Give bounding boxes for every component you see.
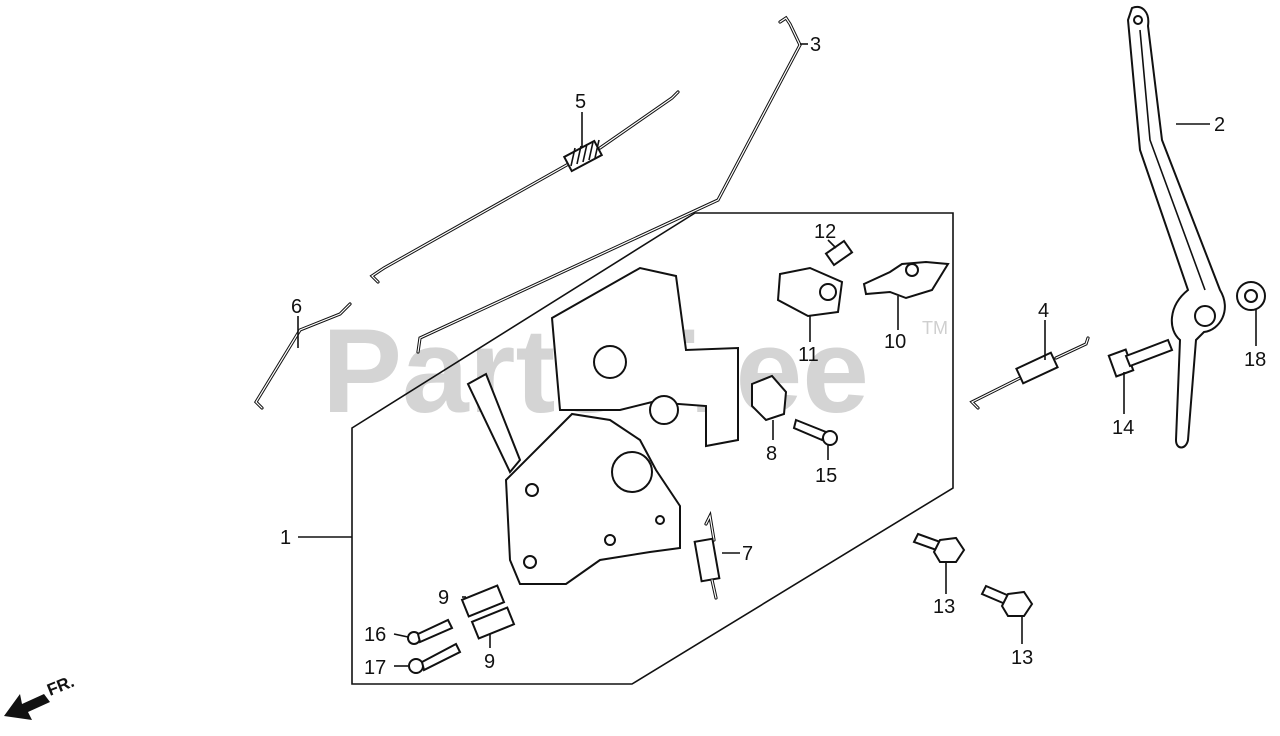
front-direction-indicator: FR. xyxy=(4,672,77,720)
bolt-part-16 xyxy=(407,618,454,645)
callout-11: 11 xyxy=(798,344,819,366)
spring-part-9-upper xyxy=(460,584,506,618)
clip-part-8 xyxy=(751,374,788,422)
callout-4: 4 xyxy=(1038,300,1049,322)
watermark-trademark: TM xyxy=(922,318,948,338)
rod-part-6 xyxy=(253,302,352,410)
spring-part-4 xyxy=(969,336,1090,410)
screw-part-15 xyxy=(792,418,838,446)
control-plate-part-1 xyxy=(466,266,739,585)
callout-1: 1 xyxy=(280,527,291,549)
rod-part-3 xyxy=(416,15,802,354)
callout-10: 10 xyxy=(884,331,906,353)
bracket-part-11 xyxy=(776,266,844,318)
flange-bolt-part-13-lower xyxy=(980,584,1034,617)
spring-part-9-lower xyxy=(470,606,516,640)
callout-9-upper: 9 xyxy=(438,587,449,609)
callout-13-upper: 13 xyxy=(933,596,955,618)
assembly-outline xyxy=(351,212,954,685)
callout-7: 7 xyxy=(742,543,753,565)
callout-2: 2 xyxy=(1214,114,1225,136)
callout-16: 16 xyxy=(364,624,386,646)
flange-bolt-part-13-upper xyxy=(912,532,966,563)
callout-5: 5 xyxy=(575,91,586,113)
rod-spring-part-5 xyxy=(369,90,680,284)
callout-9-lower: 9 xyxy=(484,651,495,673)
front-label: FR. xyxy=(44,672,77,700)
callout-15: 15 xyxy=(815,465,837,487)
callout-12: 12 xyxy=(814,221,836,243)
bolt-part-17 xyxy=(408,642,462,674)
callout-3: 3 xyxy=(810,34,821,56)
screw-part-12 xyxy=(824,239,854,267)
spring-part-7 xyxy=(693,510,721,600)
bolt-part-14 xyxy=(1107,338,1174,378)
lever-arm-part-2 xyxy=(1126,6,1226,449)
leader-lines xyxy=(297,43,1257,667)
callout-6: 6 xyxy=(291,296,302,318)
holder-part-10 xyxy=(862,260,950,300)
callout-17: 17 xyxy=(364,657,386,679)
callout-8: 8 xyxy=(766,443,777,465)
callout-14: 14 xyxy=(1112,417,1134,439)
callout-13-lower: 13 xyxy=(1011,647,1033,669)
arrow-icon xyxy=(4,694,50,720)
nut-part-18 xyxy=(1236,281,1266,311)
callout-18: 18 xyxy=(1244,349,1266,371)
